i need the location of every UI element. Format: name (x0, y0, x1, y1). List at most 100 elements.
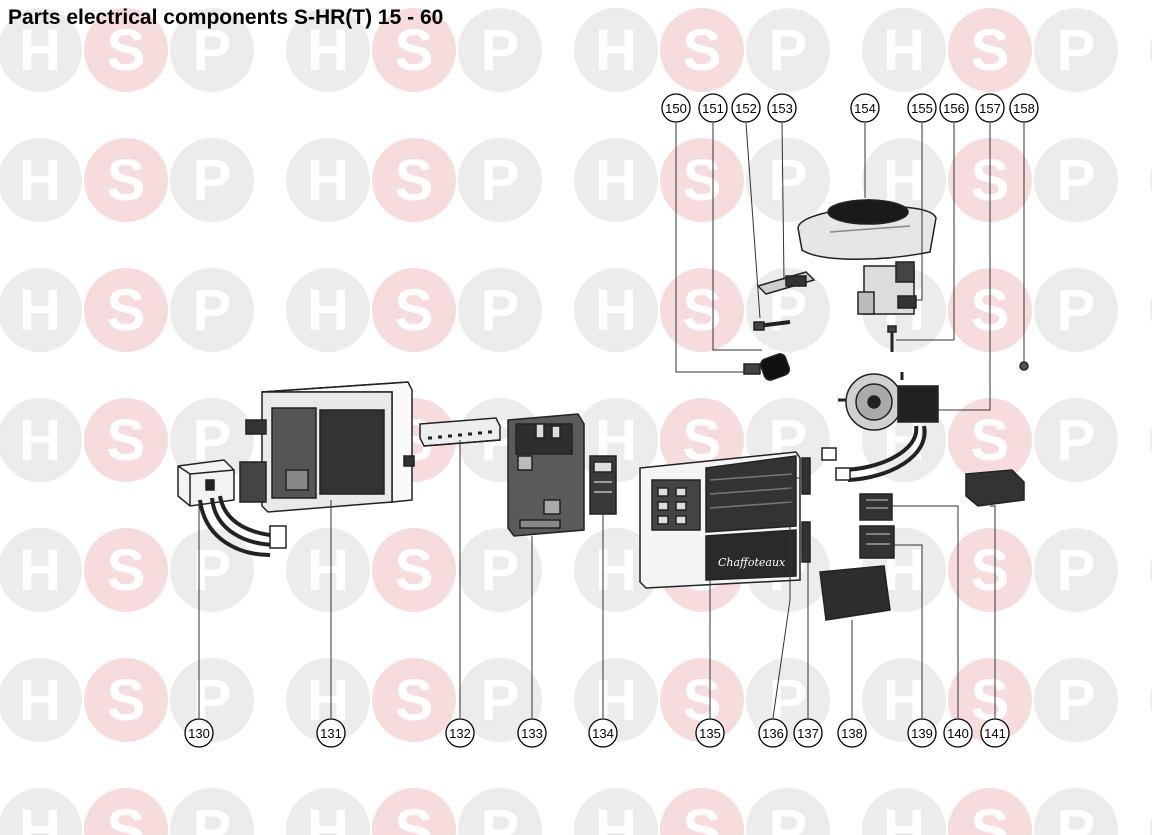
watermark-circle (948, 658, 1032, 742)
watermark-circle (84, 788, 168, 835)
watermark-circle (1034, 398, 1118, 482)
part-158-fuse[interactable] (1019, 361, 1029, 371)
part-154-fan-assembly[interactable] (797, 199, 937, 260)
watermark-letter: P (769, 798, 808, 835)
callout-130[interactable]: 130 (184, 718, 214, 748)
watermark-circle (1034, 788, 1118, 835)
watermark-letter: H (883, 798, 925, 835)
watermark-letter: S (107, 408, 146, 473)
callout-137[interactable]: 137 (793, 718, 823, 748)
callout-154[interactable]: 154 (850, 93, 880, 123)
callout-132[interactable]: 132 (445, 718, 475, 748)
watermark-letter: P (769, 18, 808, 83)
watermark-letter: H (595, 798, 637, 835)
watermark-circle (84, 398, 168, 482)
part-140-relay-module[interactable] (859, 493, 893, 521)
watermark-letter: P (193, 798, 232, 835)
parts-drawing: Chaffoteaux (177, 199, 1029, 621)
watermark-letter: H (595, 18, 637, 83)
panel-script-label: Chaffoteaux (718, 556, 786, 569)
part-132-terminal-strip[interactable] (419, 417, 501, 447)
callout-153[interactable]: 153 (767, 93, 797, 123)
callout-150[interactable]: 150 (661, 93, 691, 123)
watermark-circle (574, 138, 658, 222)
callout-158-label: 158 (1013, 101, 1035, 116)
callout-157[interactable]: 157 (975, 93, 1005, 123)
callout-136[interactable]: 136 (758, 718, 788, 748)
part-138-cover-plate[interactable] (819, 565, 891, 621)
watermark-letter: P (481, 668, 520, 733)
watermark-letter: S (683, 798, 722, 835)
part-137-connector[interactable] (801, 521, 811, 563)
watermark-letter: P (1057, 538, 1096, 603)
callout-134-label: 134 (592, 726, 614, 741)
watermark-circle (286, 8, 370, 92)
watermark-letter: H (19, 408, 61, 473)
callout-141-label: 141 (984, 726, 1006, 741)
part-141-cover-box[interactable] (965, 469, 1025, 507)
callout-135[interactable]: 135 (695, 718, 725, 748)
watermark-circle (0, 268, 82, 352)
watermark-circle (372, 658, 456, 742)
part-135-control-fascia[interactable]: Chaffoteaux (639, 451, 801, 589)
callout-131[interactable]: 131 (316, 718, 346, 748)
watermark-letter: S (683, 278, 722, 343)
watermark-circle (170, 138, 254, 222)
callout-152[interactable]: 152 (731, 93, 761, 123)
watermark-circle (746, 788, 830, 835)
watermark-letter: P (1057, 798, 1096, 835)
watermark-circle (286, 268, 370, 352)
callout-140-label: 140 (947, 726, 969, 741)
watermark-letter: H (883, 18, 925, 83)
part-133-main-pcb[interactable] (507, 413, 585, 537)
watermark-letter: P (1057, 408, 1096, 473)
part-156-probe[interactable] (887, 325, 897, 352)
watermark-letter: P (481, 148, 520, 213)
watermark-letter: S (395, 18, 434, 83)
callout-136-label: 136 (762, 726, 784, 741)
callout-137-label: 137 (797, 726, 819, 741)
watermark-circle (170, 8, 254, 92)
watermark-circle (660, 658, 744, 742)
watermark-letter: S (107, 278, 146, 343)
callout-157-label: 157 (979, 101, 1001, 116)
part-150-connector-cap[interactable] (743, 352, 791, 382)
part-157-pump[interactable] (821, 372, 939, 482)
watermark-letter: S (683, 18, 722, 83)
watermark-circle (0, 658, 82, 742)
part-136-connector[interactable] (801, 457, 811, 495)
part-153-electrode-bracket[interactable] (756, 271, 816, 295)
watermark-letter: H (19, 668, 61, 733)
callout-141[interactable]: 141 (980, 718, 1010, 748)
callout-158[interactable]: 158 (1009, 93, 1039, 123)
part-131-control-housing[interactable] (239, 381, 415, 513)
part-152-sensor-probe[interactable] (753, 320, 791, 331)
callout-140[interactable]: 140 (943, 718, 973, 748)
part-139-relay-module[interactable] (859, 525, 895, 559)
part-134-display-module[interactable] (589, 455, 617, 515)
callout-133[interactable]: 133 (517, 718, 547, 748)
top-callouts: 150 151 152 153 154 155 156 157 158 (661, 93, 1039, 123)
part-130-junction-box[interactable] (177, 459, 287, 557)
callout-155-label: 155 (911, 101, 933, 116)
callout-155[interactable]: 155 (907, 93, 937, 123)
callout-135-label: 135 (699, 726, 721, 741)
watermark-circle (372, 138, 456, 222)
watermark-letter: P (481, 278, 520, 343)
watermark-letter: S (395, 148, 434, 213)
callout-134[interactable]: 134 (588, 718, 618, 748)
callout-156[interactable]: 156 (939, 93, 969, 123)
callout-151[interactable]: 151 (698, 93, 728, 123)
callout-150-label: 150 (665, 101, 687, 116)
watermark-circle (0, 138, 82, 222)
watermark-circle (170, 788, 254, 835)
watermark-letter: S (395, 538, 434, 603)
callout-139[interactable]: 139 (907, 718, 937, 748)
watermark-circle (170, 268, 254, 352)
part-155-gas-valve[interactable] (857, 261, 917, 315)
watermark-circle (660, 138, 744, 222)
watermark-circle (0, 8, 82, 92)
watermark-letter: P (1057, 278, 1096, 343)
callout-138[interactable]: 138 (837, 718, 867, 748)
watermark-letter: S (107, 668, 146, 733)
